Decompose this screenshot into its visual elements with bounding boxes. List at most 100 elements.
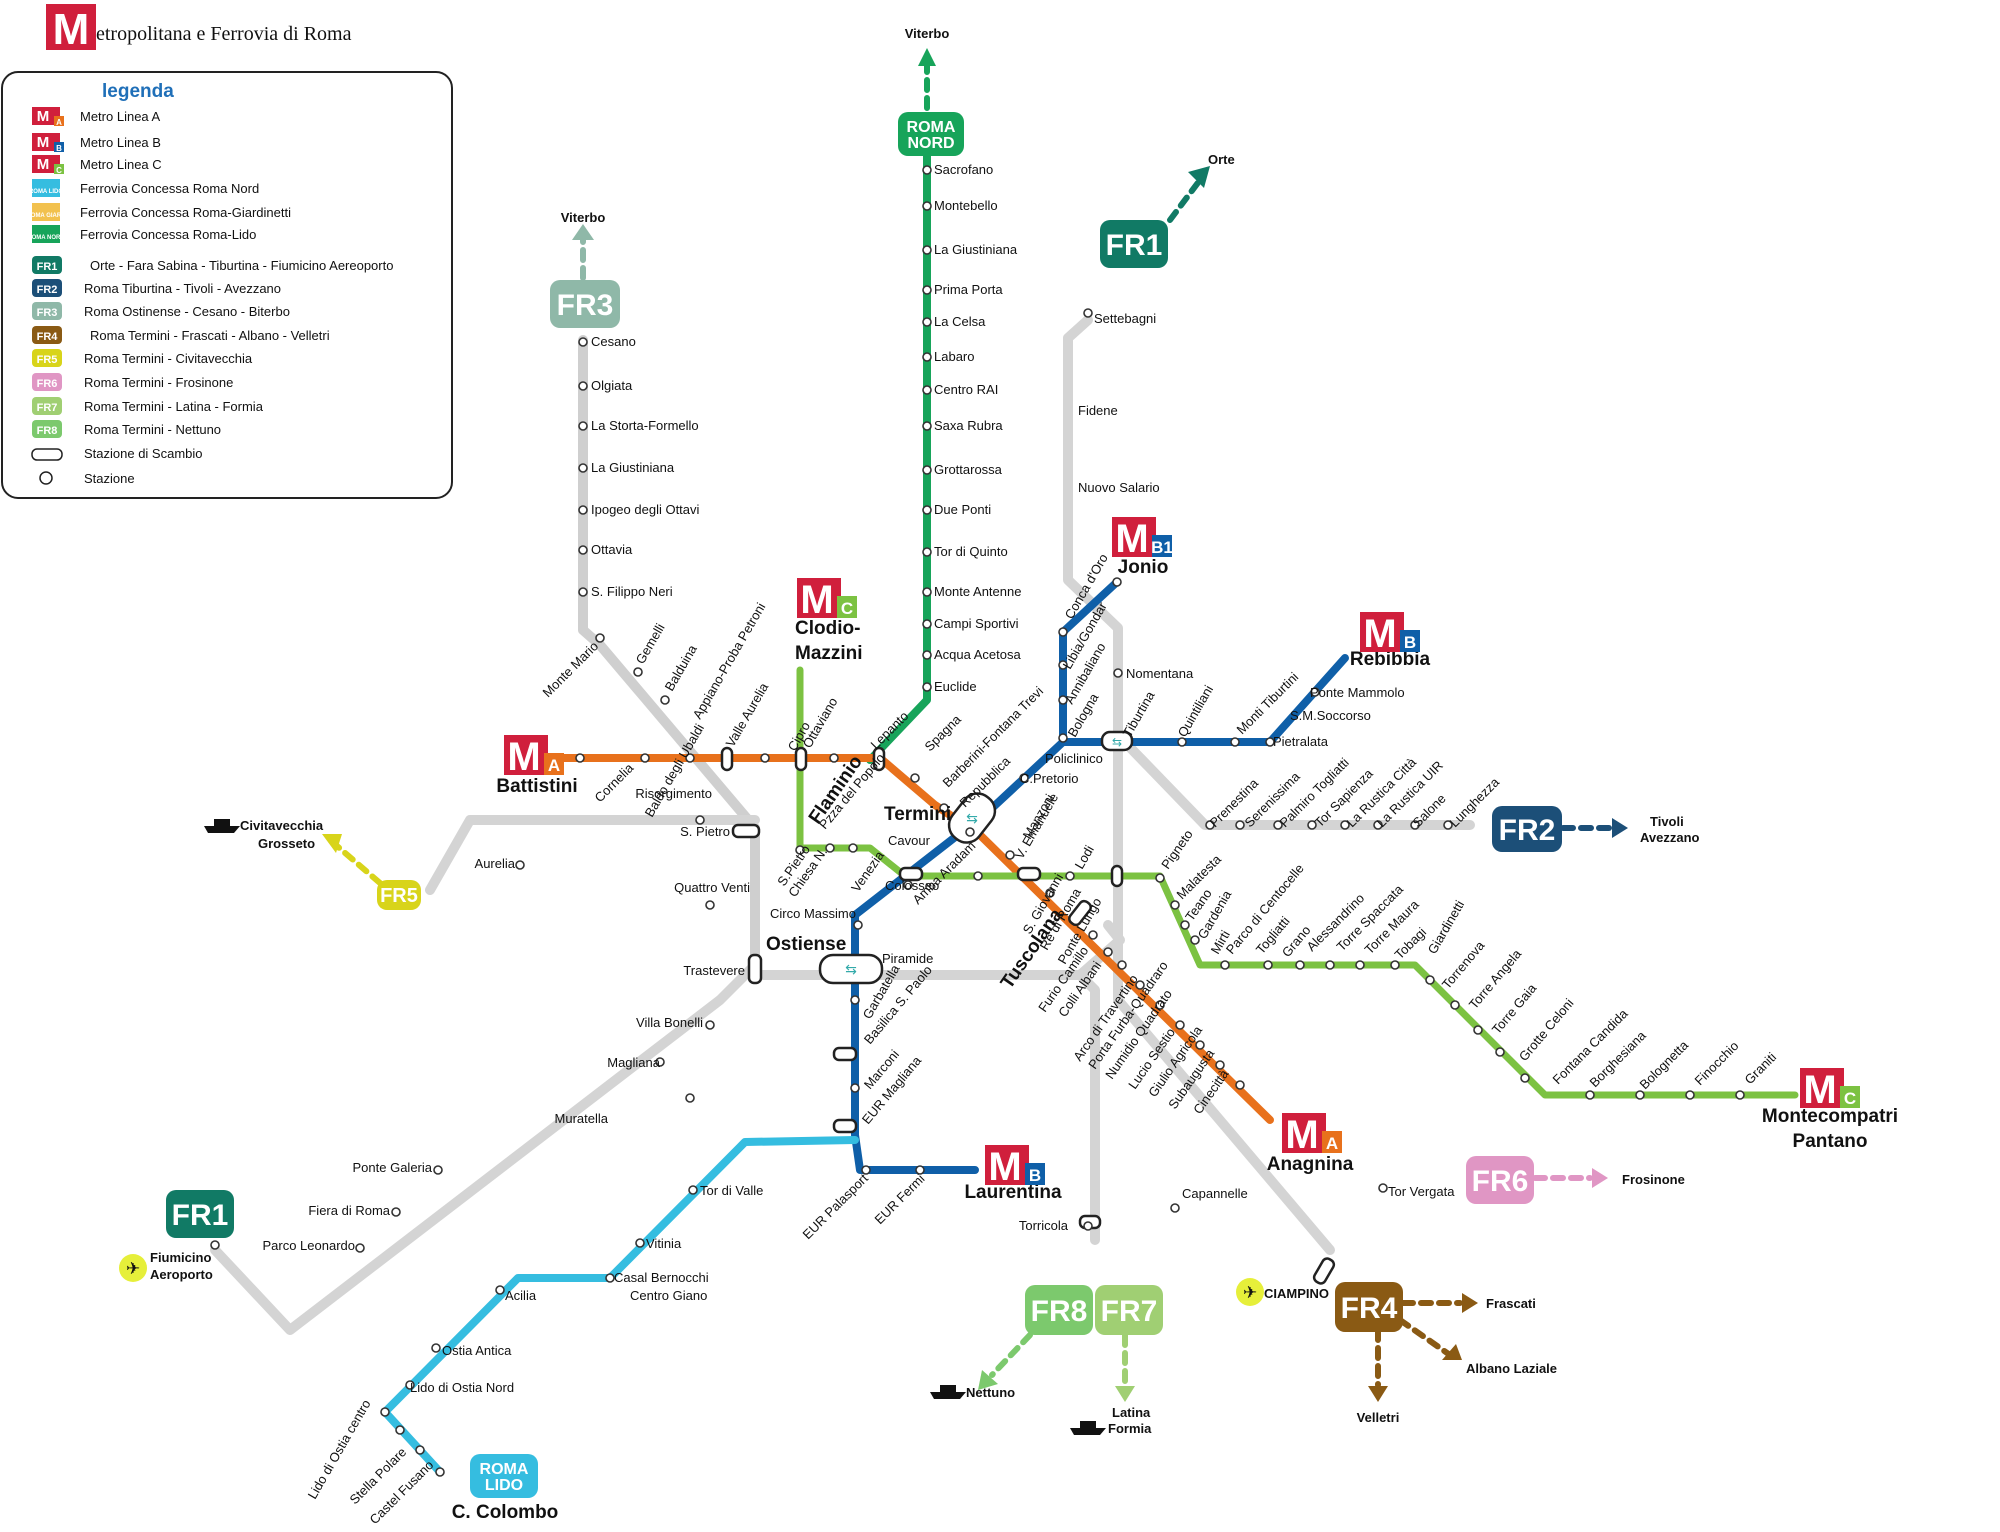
badge-text: FR1	[172, 1199, 229, 1232]
metro-logo-letter: M	[988, 1145, 1021, 1189]
station-label: Ipogeo degli Ottavi	[591, 502, 700, 517]
legend-swatch	[39, 471, 53, 485]
station-label: Ponte Galeria	[353, 1160, 433, 1175]
badge-fr1-fiumicino: FR1	[166, 1190, 234, 1238]
station-label: Euclide	[934, 679, 977, 694]
terminal-label: Formia	[1108, 1421, 1152, 1436]
station-dot	[640, 753, 650, 763]
station-label: Cavour	[888, 833, 931, 848]
station-dot	[1585, 1090, 1595, 1100]
major-station-label: Pantano	[1793, 1131, 1868, 1152]
station-label: Olgiata	[591, 378, 633, 393]
major-station-label: Jonio	[1118, 557, 1169, 578]
station-dot	[1355, 960, 1365, 970]
station-label: Venezia	[848, 848, 887, 895]
major-station-label: Laurentina	[964, 1182, 1062, 1203]
airplane-icon: ✈	[1236, 1278, 1264, 1306]
metro-line-letter: B	[1029, 1166, 1041, 1185]
arrow-civitavecchia	[322, 834, 342, 853]
major-station-label: Termini	[884, 804, 951, 825]
legend-label: Ferrovia Concessa Roma Nord	[80, 181, 259, 196]
station-label: Colosseo	[885, 878, 939, 893]
station-label: Piramide	[882, 951, 933, 966]
station-dot	[829, 753, 839, 763]
station-dot	[1520, 1073, 1530, 1083]
station-dot	[795, 845, 805, 855]
header-logo-letter: M	[53, 5, 90, 54]
terminal-label: Nettuno	[966, 1385, 1015, 1400]
station-label: Parco Leonardo	[262, 1238, 355, 1253]
station-dot	[1685, 1090, 1695, 1100]
line-fr7	[1075, 970, 1100, 1245]
station-dot	[685, 1093, 695, 1103]
station-label: Vitinia	[646, 1236, 682, 1251]
station-dot	[578, 421, 588, 431]
station-dot	[1019, 773, 1029, 783]
station-label: EUR Fermi	[872, 1171, 928, 1227]
legend-swatch	[32, 349, 62, 367]
station-dot	[495, 1285, 505, 1295]
major-station-label: Montecompatri	[1762, 1106, 1898, 1127]
terminal-label: Tivoli	[1650, 814, 1684, 829]
station-label: Aurelia	[475, 856, 516, 871]
legend-item: Stazione di Scambio	[31, 446, 203, 461]
legend-title: legenda	[102, 81, 174, 102]
station-dot	[1045, 888, 1055, 898]
station-dot	[922, 352, 932, 362]
arrow-velletri	[1368, 1386, 1388, 1402]
station-label: Magliana	[607, 1055, 661, 1070]
station-label: Quattro Venti	[674, 880, 750, 895]
station-label: Tor di Quinto	[934, 544, 1008, 559]
station-dot	[922, 317, 932, 327]
legend-swatch	[32, 420, 62, 438]
station-dot	[1220, 960, 1230, 970]
station-dot	[1175, 1020, 1185, 1030]
station-label: C.Pretorio	[1020, 771, 1079, 786]
train-icon: ⇆	[966, 811, 978, 827]
station-dot	[1473, 1025, 1483, 1035]
ship-icon	[930, 1385, 966, 1399]
station-dot	[922, 619, 932, 629]
legend-badge-sub: A	[56, 118, 62, 127]
legend-badge-text: M	[37, 108, 50, 125]
legend-label: Orte - Fara Sabina - Tiburtina - Fiumici…	[90, 258, 393, 273]
ext-civitavecchia	[327, 837, 383, 886]
badge-fr1-north: FR1	[1100, 220, 1168, 268]
station-dot	[1117, 960, 1127, 970]
legend-swatch	[32, 155, 60, 173]
major-station-label: Clodio-	[795, 618, 860, 639]
station-dot	[922, 245, 932, 255]
terminal-label: Viterbo	[561, 210, 606, 225]
station-dot	[578, 545, 588, 555]
station-dot	[1215, 1060, 1225, 1070]
legend-label: Metro Linea C	[80, 157, 162, 172]
legend-badge-text: ROMA GIARD	[26, 213, 66, 219]
terminal-label: Grosseto	[258, 836, 315, 851]
station-dot	[515, 860, 525, 870]
station-dot	[760, 753, 770, 763]
station-label: Tor di Valle	[700, 1183, 763, 1198]
station-label: Grottarossa	[934, 462, 1003, 477]
badge-text: FR8	[1031, 1295, 1088, 1328]
station-label: Capannelle	[1182, 1186, 1248, 1201]
legend-label: Stazione di Scambio	[84, 446, 203, 461]
legend-item: Stazione	[39, 471, 135, 486]
station-dot	[1373, 820, 1383, 830]
badge-text: FR5	[380, 885, 418, 907]
legend-badge-text: ROMA LIDO	[29, 189, 63, 195]
legend-swatch	[32, 133, 60, 151]
station-label: Lodi	[1072, 843, 1097, 872]
station-dot	[210, 1240, 220, 1250]
station-dot	[578, 337, 588, 347]
station-dot	[1083, 1221, 1093, 1231]
legend-swatch	[32, 107, 60, 125]
station-label: Fidene	[1078, 403, 1118, 418]
legend-label: Roma Termini - Civitavecchia	[84, 351, 253, 366]
interchange-termini	[947, 792, 997, 844]
